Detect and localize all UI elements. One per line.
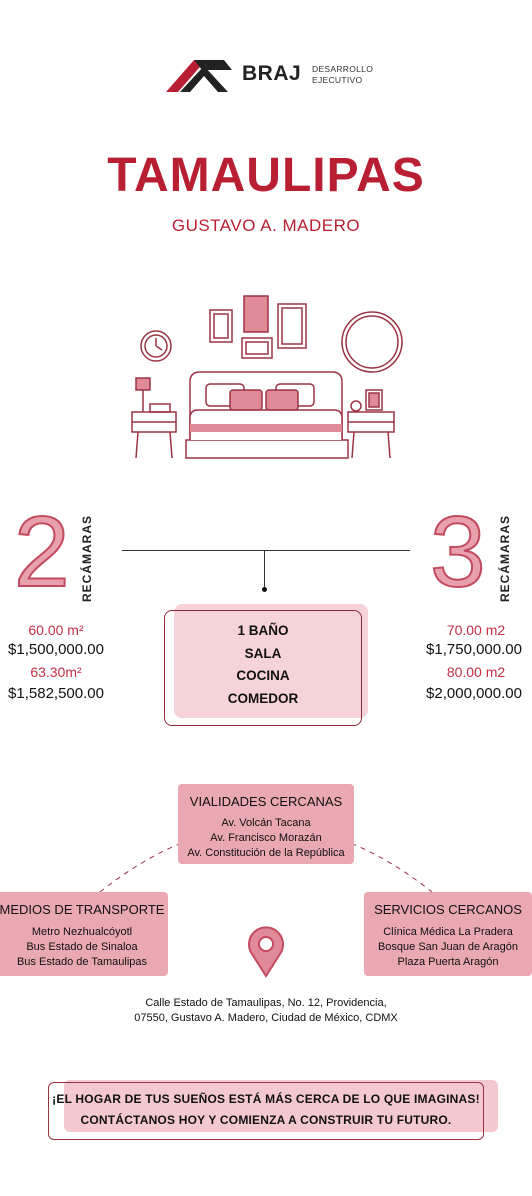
vialidades-title: VIALIDADES CERCANAS bbox=[189, 794, 343, 809]
vialidades-item: Av. Volcán Tacana bbox=[221, 817, 311, 829]
left-bedroom-label: RECÁMARAS bbox=[80, 515, 94, 602]
address-line2: 07550, Gustavo A. Madero, Ciudad de Méxi… bbox=[134, 1012, 398, 1024]
bedroom-illustration bbox=[131, 295, 403, 459]
brand-sub-line2: EJECUTIVO bbox=[312, 75, 363, 85]
connector-line bbox=[264, 550, 265, 588]
cta-line1: ¡EL HOGAR DE TUS SUEÑOS ESTÁ MÁS CERCA D… bbox=[52, 1092, 480, 1106]
brand-subtitle: DESARROLLO EJECUTIVO bbox=[312, 64, 373, 86]
right-size-2: 80.00 m2 bbox=[446, 664, 506, 680]
transporte-item: Metro Nezhualcóyotl bbox=[31, 926, 133, 938]
rooms-box-shadow bbox=[174, 604, 368, 718]
left-size-2: 63.30m² bbox=[30, 664, 82, 680]
left-price-1: $1,500,000.00 bbox=[8, 641, 104, 658]
vialidades-item: Av. Francisco Morazán bbox=[210, 832, 322, 844]
address-line1: Calle Estado de Tamaulipas, No. 12, Prov… bbox=[145, 997, 387, 1009]
servicios-title: SERVICIOS CERCANOS bbox=[374, 902, 522, 917]
vialidades-card: VIALIDADES CERCANAS Av. Volcán Tacana Av… bbox=[178, 784, 354, 864]
transporte-item: Bus Estado de Tamaulipas bbox=[16, 956, 148, 968]
left-size-1: 60.00 m² bbox=[28, 622, 84, 638]
room-item: SALA bbox=[244, 645, 282, 661]
right-size-1: 70.00 m2 bbox=[446, 622, 506, 638]
left-bedroom-count: 2 bbox=[13, 496, 71, 608]
servicios-item: Bosque San Juan de Aragón bbox=[377, 941, 519, 953]
address: Calle Estado de Tamaulipas, No. 12, Prov… bbox=[0, 996, 532, 1026]
brand-logo: BRAJ DESARROLLO EJECUTIVO bbox=[166, 56, 386, 96]
location-pin-icon bbox=[248, 926, 284, 978]
right-price-1: $1,750,000.00 bbox=[426, 641, 522, 658]
cta-box-shadow bbox=[64, 1080, 498, 1132]
transporte-item: Bus Estado de Sinaloa bbox=[26, 941, 138, 953]
right-price-2: $2,000,000.00 bbox=[426, 685, 522, 702]
room-item: 1 BAÑO bbox=[237, 623, 289, 638]
servicios-card: SERVICIOS CERCANOS Clínica Médica La Pra… bbox=[364, 892, 532, 976]
cta-box: ¡EL HOGAR DE TUS SUEÑOS ESTÁ MÁS CERCA D… bbox=[48, 1082, 484, 1140]
page-subtitle: GUSTAVO A. MADERO bbox=[171, 216, 361, 235]
room-item: COMEDOR bbox=[227, 690, 299, 706]
room-item: COCINA bbox=[236, 668, 290, 683]
vialidades-item: Av. Constitución de la República bbox=[187, 847, 345, 859]
brand-sub-line1: DESARROLLO bbox=[312, 64, 374, 74]
rooms-box: 1 BAÑO SALA COCINA COMEDOR bbox=[164, 610, 362, 726]
left-price-2: $1,582,500.00 bbox=[8, 685, 104, 702]
right-bedroom-count: 3 bbox=[429, 496, 487, 608]
brand-name: BRAJ bbox=[242, 62, 302, 85]
divider-line bbox=[122, 550, 410, 551]
braj-roof-logo bbox=[166, 60, 232, 92]
transporte-card: MEDIOS DE TRANSPORTE Metro Nezhualcóyotl… bbox=[0, 892, 168, 976]
servicios-item: Clínica Médica La Pradera bbox=[383, 926, 513, 938]
cta-line2: CONTÁCTANOS HOY Y COMIENZA A CONSTRUIR T… bbox=[80, 1113, 452, 1127]
transporte-title: MEDIOS DE TRANSPORTE bbox=[0, 902, 165, 917]
right-bedroom-label: RECÁMARAS bbox=[498, 515, 512, 602]
servicios-item: Plaza Puerta Aragón bbox=[397, 956, 499, 968]
page-title: TAMAULIPAS bbox=[107, 149, 425, 202]
connector-dot bbox=[262, 587, 267, 592]
